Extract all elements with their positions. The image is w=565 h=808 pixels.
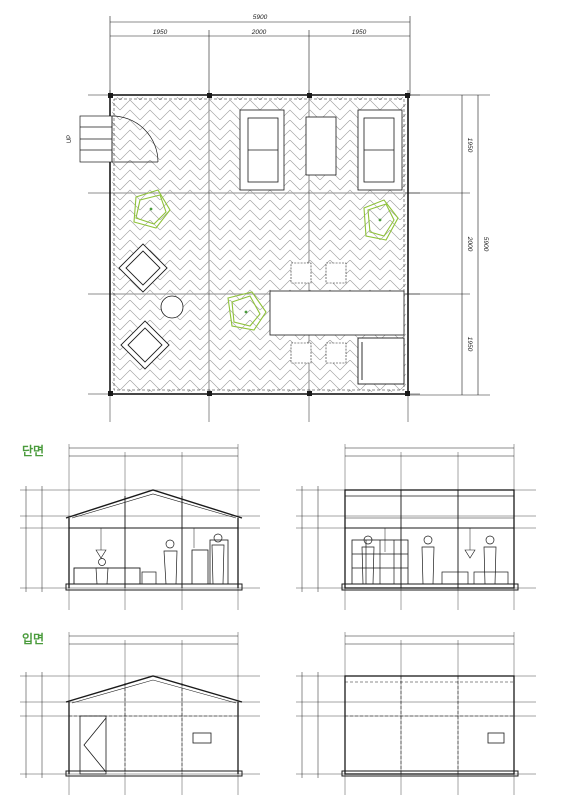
plan-sofa-left <box>239 109 285 191</box>
plan-right-dimension-3: 1950 <box>466 337 473 352</box>
plan-dimension-3: 1950 <box>352 29 367 36</box>
plan-sofa-right <box>357 109 403 191</box>
elevation-left <box>20 632 260 795</box>
plan-total-dimension: 5900 <box>253 14 268 21</box>
plan-light-centers <box>149 207 382 314</box>
stair-up-label: UP <box>67 135 73 143</box>
plan-pendant-lights <box>133 189 399 331</box>
plan-top-dimension <box>109 16 411 96</box>
section-left <box>20 444 260 610</box>
plan-entrance-stair <box>79 115 159 163</box>
elevation-right <box>296 632 536 795</box>
plan-dimension-2: 2000 <box>251 29 267 36</box>
plan-dimension-1: 1950 <box>153 29 168 36</box>
plan-cabinet <box>357 337 405 385</box>
plan-armchair-2 <box>120 320 170 370</box>
plan-coffee-table <box>305 116 337 176</box>
plan-outer-wall <box>109 94 409 395</box>
plan-armchair-1 <box>118 243 168 293</box>
plan-right-dimension-1: 1950 <box>466 138 473 153</box>
section-right-figures <box>361 535 497 585</box>
plan-long-table <box>269 290 405 336</box>
plan-round-table <box>160 295 184 319</box>
plan-right-dimension <box>405 94 490 396</box>
floor-plan: 5900 1950 2000 1950 1950 2000 1950 5900 <box>67 14 490 422</box>
plan-columns <box>108 93 410 396</box>
elevation-heading: 입면 <box>22 632 45 646</box>
plan-stools <box>290 262 347 364</box>
plan-right-total: 5900 <box>482 237 489 252</box>
plan-inner-wall <box>113 98 405 391</box>
plan-right-dimension-2: 2000 <box>466 236 473 252</box>
section-right <box>296 444 536 610</box>
section-left-figures <box>95 533 225 585</box>
section-heading: 단면 <box>22 444 45 458</box>
